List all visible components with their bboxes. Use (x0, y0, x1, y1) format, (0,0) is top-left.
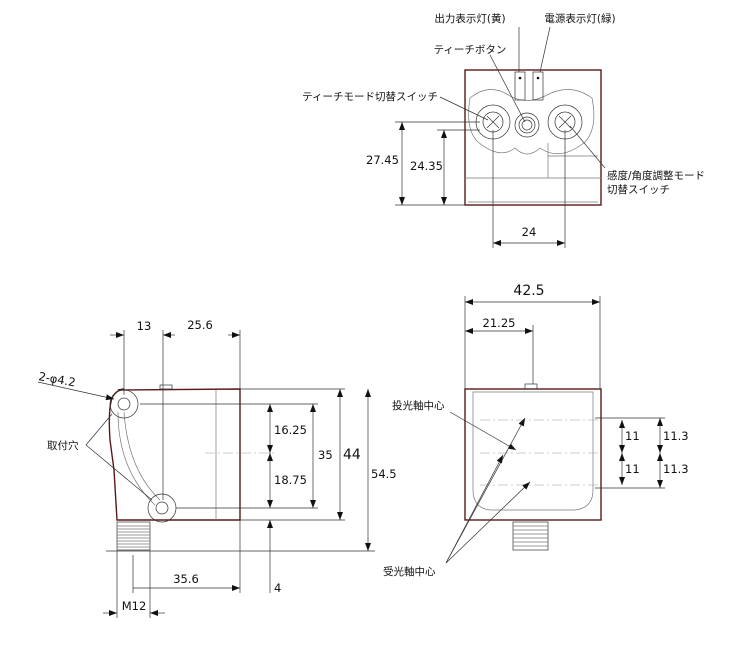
dim-24: 24 (522, 225, 537, 239)
dim-18-75: 18.75 (274, 473, 307, 487)
teach-button (514, 112, 540, 138)
output-led-label: 出力表示灯(黄) (434, 12, 505, 25)
m12-connector (116, 521, 151, 551)
dim-21-25: 21.25 (483, 316, 516, 330)
dim-35: 35 (318, 448, 333, 462)
front-connector (512, 521, 549, 551)
dim-42-5: 42.5 (513, 283, 544, 299)
dim-35-6: 35.6 (173, 572, 199, 586)
dim-24-35: 24.35 (410, 159, 443, 173)
emitter-axis-label: 投光軸中心 (392, 399, 445, 412)
power-led (532, 71, 544, 101)
top-view: 出力表示灯(黄) 電源表示灯(緑) ティーチボタン ティーチモード切替スイッチ … (302, 12, 705, 248)
teach-mode-switch-label: ティーチモード切替スイッチ (302, 90, 438, 103)
dim-44: 44 (343, 447, 361, 463)
front-view-body (464, 388, 602, 521)
dim-11-3-top: 11.3 (663, 429, 689, 443)
sensitivity-switch-label-1: 感度/角度調整モード (607, 169, 705, 182)
front-view: 42.5 21.25 11 11 11.3 11.3 投光軸中心 受光軸中心 (383, 283, 689, 578)
dim-25-6: 25.6 (187, 318, 213, 332)
dim-11-top: 11 (625, 429, 640, 443)
side-view: 13 25.6 16.25 18.75 35 44 54.5 4 35.6 M1… (37, 318, 397, 618)
hole-spec-label: 2-φ4.2 (37, 369, 76, 389)
dim-11-bottom: 11 (625, 462, 640, 476)
output-led (514, 71, 526, 101)
dim-13: 13 (137, 319, 152, 333)
top-view-body (464, 69, 602, 206)
receiver-axis-label: 受光軸中心 (383, 565, 436, 578)
teach-button-label: ティーチボタン (434, 44, 507, 56)
dim-54-5: 54.5 (371, 467, 397, 481)
power-led-label: 電源表示灯(緑) (544, 12, 615, 25)
side-view-body (108, 388, 241, 521)
dim-11-3-bottom: 11.3 (663, 462, 689, 476)
mounting-hole-bottom (147, 493, 177, 523)
dim-16-25: 16.25 (274, 423, 307, 437)
sensitivity-switch-label-2: 切替スイッチ (607, 183, 670, 196)
mounting-holes-label: 取付穴 (47, 439, 79, 452)
dim-27-45: 27.45 (366, 153, 399, 167)
dim-4: 4 (274, 581, 281, 595)
thread-label: M12 (122, 599, 147, 613)
